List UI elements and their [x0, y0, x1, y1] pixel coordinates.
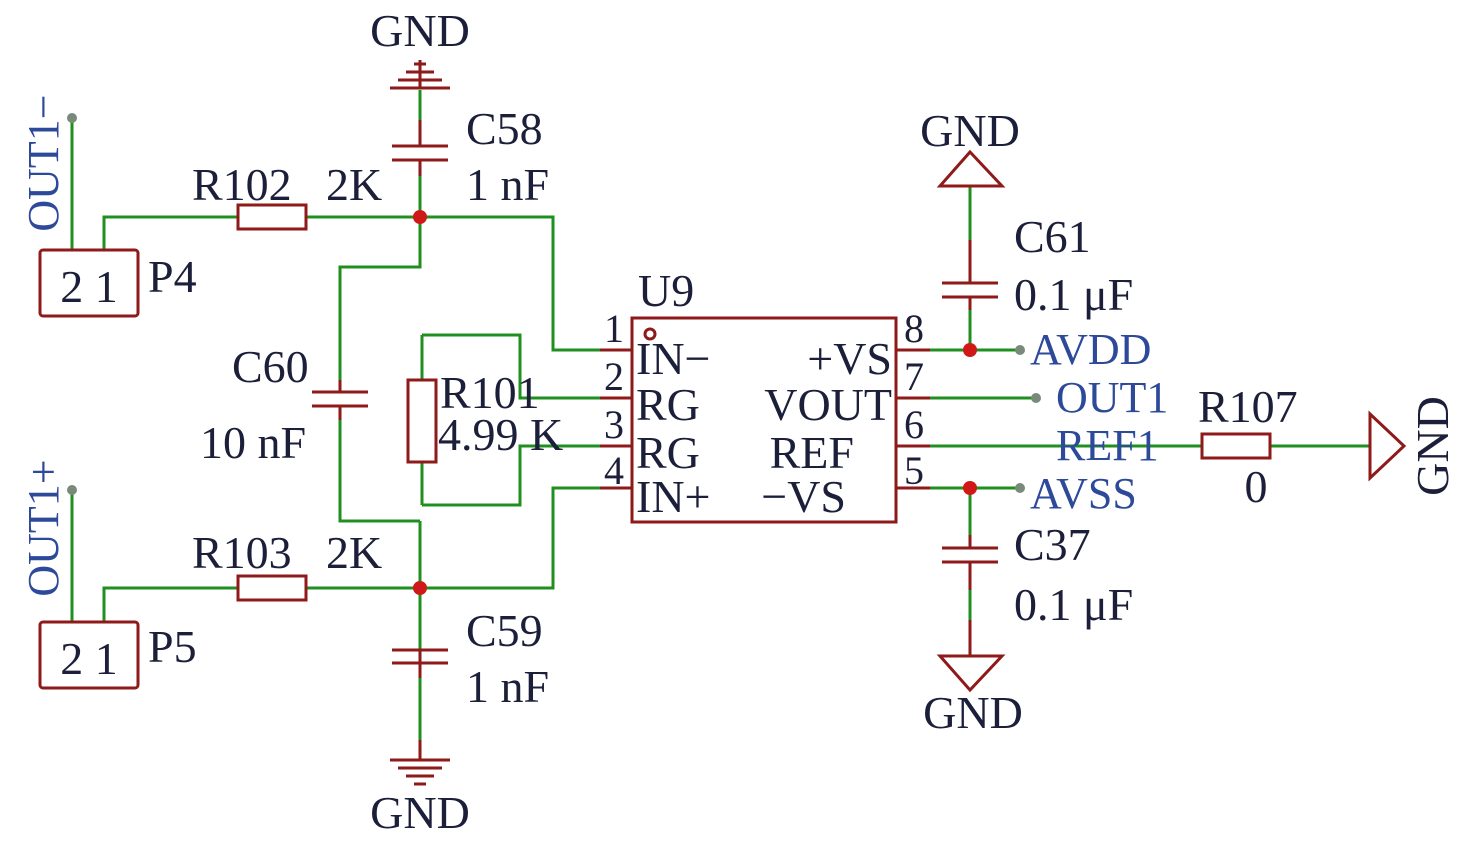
- capacitor-c61: [942, 281, 998, 299]
- r103-value: 2K: [326, 527, 382, 578]
- u9-pin7-number: 7: [904, 354, 924, 399]
- c60-designator: C60: [232, 341, 309, 392]
- net-label-out1-plus: OUT1+: [19, 459, 68, 596]
- r101-value: 4.99 K: [438, 409, 563, 460]
- c37-value: 0.1 μF: [1014, 579, 1133, 630]
- u9-pin5-number: 5: [904, 448, 924, 493]
- u9-pin5-name: −VS: [761, 471, 846, 522]
- u9-pin7-name: VOUT: [764, 379, 892, 430]
- p5-designator: P5: [148, 621, 197, 672]
- u9-designator: U9: [638, 265, 694, 316]
- r102-designator: R102: [192, 159, 292, 210]
- c58-designator: C58: [466, 103, 543, 154]
- gnd-symbol-c58: [390, 60, 450, 90]
- net-label-avss: AVSS: [1030, 469, 1137, 518]
- c59-value: 1 nF: [466, 661, 549, 712]
- net-label-avdd: AVDD: [1030, 325, 1151, 374]
- gnd-label-c37: GND: [923, 687, 1023, 738]
- u9-pin8-number: 8: [904, 306, 924, 351]
- capacitor-c59: [392, 648, 448, 665]
- r101-designator: R101: [440, 367, 540, 418]
- r107-designator: R107: [1198, 381, 1298, 432]
- u9-pin1-number: 1: [604, 306, 624, 351]
- c37-designator: C37: [1014, 519, 1091, 570]
- c59-designator: C59: [466, 605, 543, 656]
- resistor-r103: [236, 574, 308, 602]
- gnd-label-c61: GND: [920, 105, 1020, 156]
- net-label-ref1: REF1: [1056, 421, 1159, 470]
- r102-value: 2K: [326, 159, 382, 210]
- wire-c60-node-bottom: [338, 408, 420, 523]
- c61-value: 0.1 μF: [1014, 269, 1133, 320]
- u9-pin6-number: 6: [904, 402, 924, 447]
- u9-pin2-name: RG: [636, 379, 700, 430]
- wires: [70, 90, 1370, 760]
- gnd-symbol-c37: [936, 620, 1006, 693]
- junction-avdd: [963, 343, 977, 357]
- u9-pin4-name: IN+: [636, 471, 710, 522]
- capacitor-c58: [392, 144, 448, 162]
- gnd-label-top: GND: [370, 5, 470, 56]
- net-label-out1-minus: OUT1−: [19, 94, 68, 231]
- u9-pin6-name: REF: [770, 427, 854, 478]
- gnd-label-bottom: GND: [370, 787, 470, 838]
- u9-pin8-name: +VS: [807, 333, 892, 384]
- resistor-r101: [406, 378, 438, 464]
- wire-p4-r102: [102, 215, 238, 250]
- gnd-symbol-c59: [390, 740, 450, 786]
- component-leads: [338, 120, 972, 678]
- p5-pins: 2 1: [60, 633, 118, 684]
- wire-r101-rg2: [422, 444, 600, 507]
- c60-value: 10 nF: [200, 417, 306, 468]
- ic-u9-pin1-marker: [643, 327, 657, 341]
- net-label-out1: OUT1: [1056, 373, 1168, 422]
- c61-designator: C61: [1014, 211, 1091, 262]
- capacitor-c37: [942, 546, 998, 564]
- r107-value: 0: [1245, 461, 1268, 512]
- u9-pin2-number: 2: [604, 354, 624, 399]
- connector-p4: [38, 248, 140, 318]
- u9-pin1-name: IN−: [636, 333, 710, 384]
- c58-value: 1 nF: [466, 159, 549, 210]
- resistor-r102: [236, 203, 308, 231]
- resistor-r107: [1200, 432, 1272, 460]
- junction-in-plus: [413, 581, 427, 595]
- u9-pin3-name: RG: [636, 427, 700, 478]
- connector-p5: [38, 620, 140, 690]
- port-avdd: [1015, 345, 1025, 355]
- gnd-symbol-c61: [936, 149, 1006, 188]
- capacitor-c60: [312, 390, 368, 408]
- ic-u9-body: [630, 316, 898, 524]
- wire-p5-r103: [102, 586, 238, 622]
- port-out1: [1031, 393, 1041, 403]
- junction-in-minus: [413, 210, 427, 224]
- wire-node-in-minus: [420, 215, 600, 352]
- port-out1-plus: [67, 485, 77, 495]
- junction-avss: [963, 481, 977, 495]
- gnd-label-r107: GND: [1407, 396, 1458, 496]
- p4-pins: 2 1: [60, 261, 118, 312]
- port-out1-minus: [67, 113, 77, 123]
- wire-node-c60-top: [338, 217, 422, 390]
- wire-r101-rg1: [422, 333, 600, 400]
- port-avss: [1015, 483, 1025, 493]
- gnd-symbol-r107: [1368, 410, 1407, 482]
- wire-node-in-plus: [420, 486, 600, 590]
- p4-designator: P4: [148, 251, 197, 302]
- u9-pin3-number: 3: [604, 402, 624, 447]
- r103-designator: R103: [192, 527, 292, 578]
- u9-pin4-number: 4: [604, 448, 624, 493]
